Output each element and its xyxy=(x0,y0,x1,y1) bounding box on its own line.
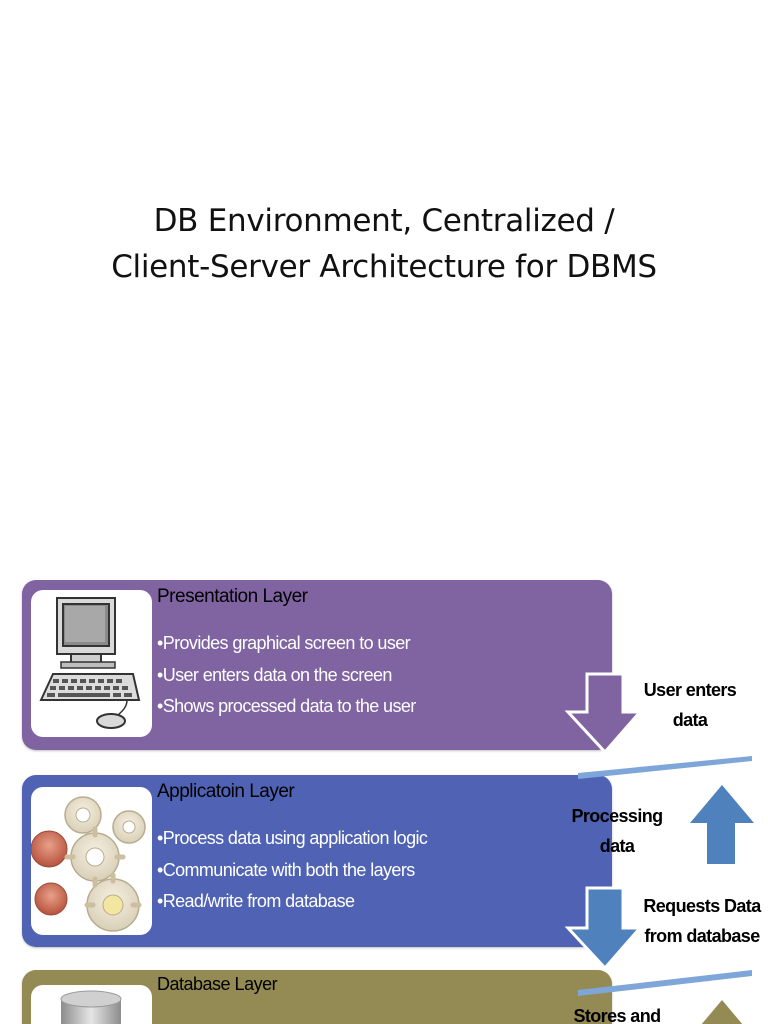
down-arrow-requests xyxy=(564,886,644,971)
application-bullet-1: Process data using application logic xyxy=(157,823,428,855)
application-bullet-3: Read/write from database xyxy=(157,886,427,918)
application-layer-heading: Applicatoin Layer xyxy=(157,781,295,802)
separator-line-1 xyxy=(578,756,752,779)
slide-title-line-1: DB Environment, Centralized / xyxy=(153,203,615,239)
presentation-layer-heading: Presentation Layer xyxy=(157,586,308,607)
application-bullet-2: Communicate with both the layers xyxy=(157,855,427,887)
presentation-bullet-1: Provides graphical screen to user xyxy=(157,628,416,660)
gears-icon xyxy=(31,787,152,935)
database-layer-box: Database Layer xyxy=(22,970,612,1024)
slide-title: DB Environment, Centralized / Client-Ser… xyxy=(0,198,768,290)
flow-label-stores: Stores and xyxy=(573,1006,661,1024)
flow-label-requests: Requests Data from database xyxy=(643,896,761,946)
down-arrow-user-enters xyxy=(564,672,644,755)
presentation-bullet-3: Shows processed data to the user xyxy=(157,691,417,723)
database-icon xyxy=(31,985,152,1024)
computer-icon xyxy=(31,590,152,737)
presentation-layer-box: Presentation Layer Provides graphical sc… xyxy=(22,580,612,750)
flow-label-processing: Processing data xyxy=(571,806,663,856)
up-arrow-processing xyxy=(690,785,754,864)
up-arrow-stores xyxy=(701,1000,743,1024)
slide-title-line-2: Client-Server Architecture for DBMS xyxy=(111,249,657,285)
presentation-layer-bullets: Provides graphical screen to user User e… xyxy=(157,628,417,723)
application-layer-bullets: Process data using application logic Com… xyxy=(157,823,428,918)
presentation-bullet-2: User enters data on the screen xyxy=(157,660,416,692)
database-layer-heading: Database Layer xyxy=(157,974,278,994)
application-layer-box: Applicatoin Layer Process data using app… xyxy=(22,775,612,947)
flow-label-user-enters: User enters data xyxy=(643,680,737,730)
separator-line-2 xyxy=(578,970,752,996)
